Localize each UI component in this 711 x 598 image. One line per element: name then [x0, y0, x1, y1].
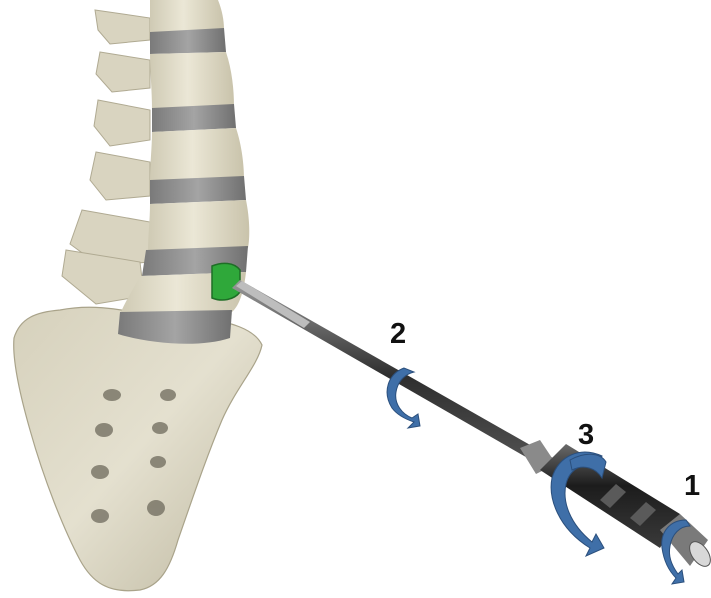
callout-step-3: 3 — [578, 421, 594, 450]
rotation-arrow-2 — [387, 368, 420, 428]
sacrum — [14, 307, 262, 591]
callout-step-2: 2 — [390, 320, 406, 349]
spinous-processes — [62, 10, 150, 304]
implant — [212, 263, 240, 300]
inserter-instrument — [232, 280, 711, 570]
callout-step-1: 1 — [684, 472, 700, 501]
